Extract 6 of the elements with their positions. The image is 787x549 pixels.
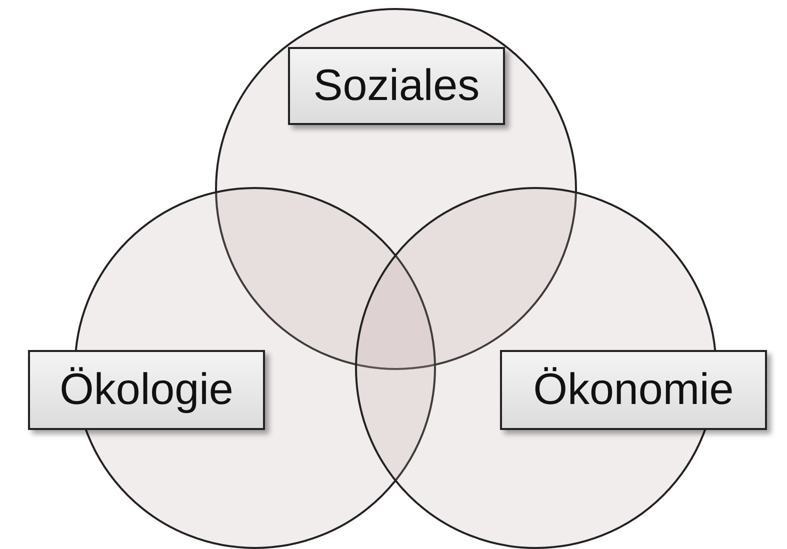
label-box — [288, 47, 505, 125]
label-box — [28, 350, 265, 430]
category-label: Ökonomie — [533, 365, 734, 415]
category-label: Ökologie — [60, 365, 234, 415]
label-box — [500, 350, 767, 430]
category-label: Soziales — [313, 61, 480, 111]
